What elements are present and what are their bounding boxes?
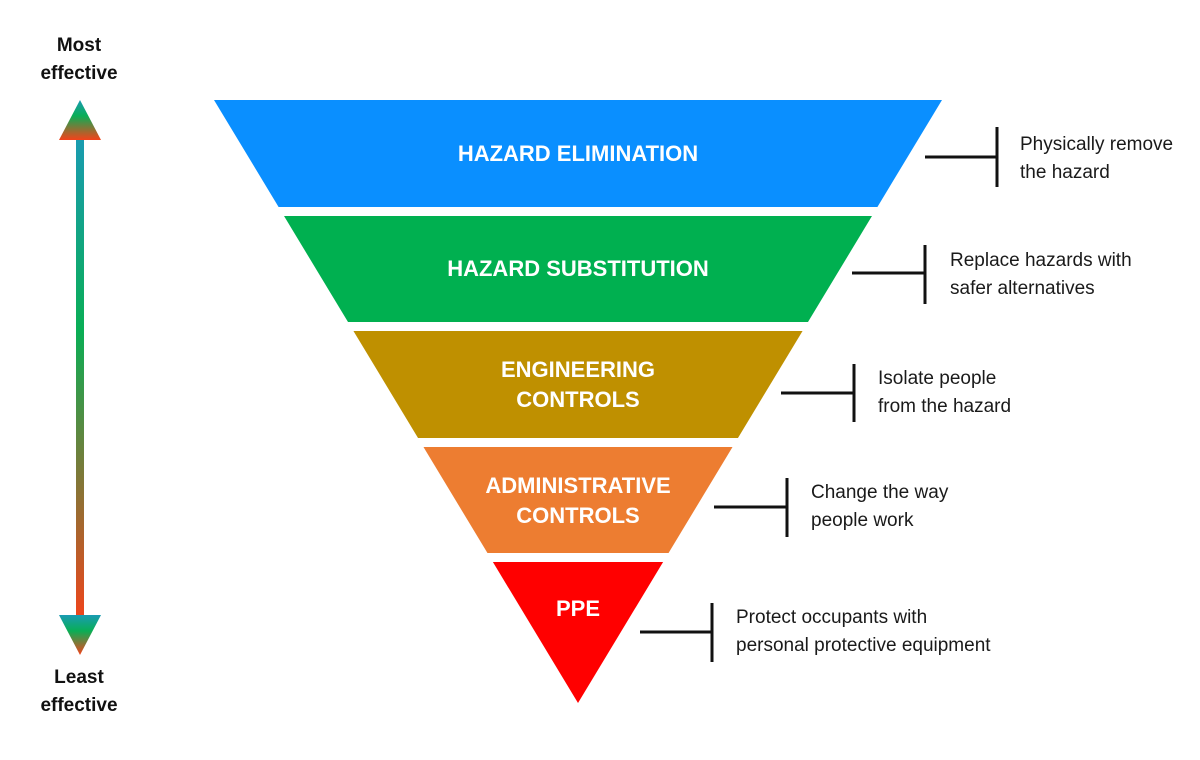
pyramid-level: ENGINEERING CONTROLS xyxy=(353,331,803,438)
most-effective-label-line: Most xyxy=(56,35,102,56)
pyramid-level-label: ADMINISTRATIVE xyxy=(485,473,670,498)
pyramid-level: ADMINISTRATIVE CONTROLS xyxy=(423,447,733,553)
pyramid-level-label: CONTROLS xyxy=(516,387,639,412)
level-description: Protect occupants with personal protectiv… xyxy=(736,604,991,660)
pyramid-level-band xyxy=(214,100,942,207)
pyramid-level-label: HAZARD SUBSTITUTION xyxy=(447,256,709,281)
level-description-line: Physically remove xyxy=(1020,134,1174,155)
arrow-up-icon xyxy=(59,100,101,140)
description-connectors xyxy=(640,127,999,662)
effectiveness-arrow-shaft xyxy=(76,135,84,625)
least-effective-label: Least effective xyxy=(20,664,138,720)
level-description-line: Replace hazards with xyxy=(950,250,1132,271)
most-effective-label-line: effective xyxy=(40,63,118,84)
pyramid-level-band xyxy=(284,216,872,322)
pyramid-level-band xyxy=(492,562,664,703)
pyramid-level: HAZARD SUBSTITUTION xyxy=(284,216,872,322)
arrow-down-icon xyxy=(59,615,101,655)
pyramid-level-band xyxy=(423,447,733,553)
level-description: Change the way people work xyxy=(811,479,948,535)
most-effective-label: Most effective xyxy=(20,32,138,88)
level-description-line: Isolate people xyxy=(878,368,997,389)
pyramid-level-label: HAZARD ELIMINATION xyxy=(458,141,698,166)
level-description: Replace hazards with safer alternatives xyxy=(950,247,1132,303)
level-description-line: Protect occupants with xyxy=(736,607,928,628)
level-description-line: Change the way xyxy=(811,482,949,503)
pyramid-level: PPE xyxy=(492,562,664,703)
effectiveness-arrow xyxy=(59,100,101,655)
level-description: Isolate people from the hazard xyxy=(878,365,1011,421)
pyramid-level: HAZARD ELIMINATION xyxy=(214,100,942,207)
least-effective-label-line: effective xyxy=(40,695,118,716)
pyramid-level-label: CONTROLS xyxy=(516,503,639,528)
level-description-line: people work xyxy=(811,510,914,531)
level-description-line: the hazard xyxy=(1020,162,1110,183)
level-description-line: safer alternatives xyxy=(950,278,1095,299)
pyramid-levels: HAZARD ELIMINATION HAZARD SUBSTITUTION ENG… xyxy=(214,100,942,703)
pyramid-level-band xyxy=(353,331,803,438)
least-effective-label-line: Least xyxy=(54,667,104,688)
level-description: Physically remove the hazard xyxy=(1020,131,1173,187)
level-description-line: from the hazard xyxy=(878,396,1012,417)
level-description-line: personal protective equipment xyxy=(736,635,991,656)
pyramid-level-label: ENGINEERING xyxy=(501,357,655,382)
pyramid-level-label: PPE xyxy=(556,596,600,621)
